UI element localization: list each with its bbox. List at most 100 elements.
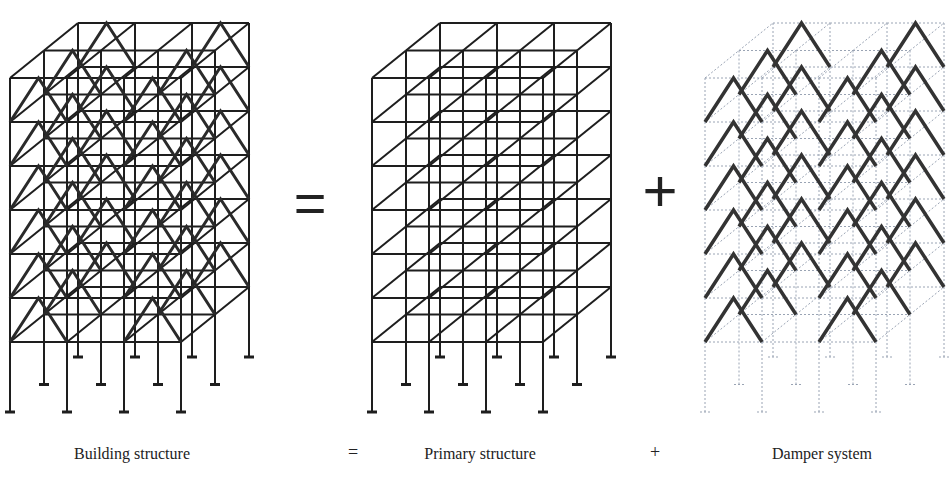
frame-member xyxy=(463,50,520,52)
frame-member xyxy=(215,23,249,51)
frame-member xyxy=(124,227,158,255)
frame-member xyxy=(406,226,463,228)
frame-member xyxy=(135,110,192,112)
frame-member xyxy=(830,287,887,288)
frame-member xyxy=(429,77,486,79)
frame-member xyxy=(371,78,373,412)
frame-member xyxy=(67,315,101,343)
frame-member xyxy=(101,226,158,228)
frame-member xyxy=(577,111,611,139)
chevron-damper xyxy=(739,51,796,95)
frame-member xyxy=(10,341,67,343)
column-base xyxy=(939,356,949,357)
frame-member xyxy=(520,199,554,227)
frame-member xyxy=(406,67,440,95)
column-base xyxy=(96,383,106,386)
frame-member xyxy=(429,165,486,167)
column-base xyxy=(187,356,197,359)
frame-member xyxy=(406,270,463,272)
chevron-damper xyxy=(819,166,876,210)
frame-member xyxy=(124,139,158,167)
frame-member xyxy=(796,67,830,95)
frame-member xyxy=(876,315,910,343)
frame-member xyxy=(406,155,440,183)
frame-member xyxy=(497,198,554,200)
column-base xyxy=(757,411,767,412)
column-base xyxy=(825,356,835,357)
frame-member xyxy=(44,314,101,316)
frame-member xyxy=(542,78,544,412)
frame-member xyxy=(406,94,463,96)
frame-member xyxy=(577,243,611,271)
column-base xyxy=(871,411,881,412)
frame-member xyxy=(577,155,611,183)
frame-member xyxy=(519,51,521,385)
frame-member xyxy=(372,121,429,123)
column-base xyxy=(435,356,445,359)
frame-member xyxy=(876,78,877,412)
chevron-damper xyxy=(705,298,762,342)
frame-member xyxy=(910,287,944,315)
frame-member xyxy=(853,23,887,51)
frame-member xyxy=(705,78,706,412)
frame-member xyxy=(910,111,944,139)
frame-member xyxy=(463,23,497,51)
frame-member xyxy=(66,78,68,412)
frame-member xyxy=(520,243,554,271)
frame-member xyxy=(10,315,44,343)
frame-member xyxy=(486,165,543,167)
frame-member xyxy=(67,341,124,343)
frame-member xyxy=(181,227,215,255)
frame-member xyxy=(429,341,486,343)
frame-member xyxy=(463,155,497,183)
frame-member xyxy=(180,78,182,412)
column-base xyxy=(848,384,858,385)
frame-member xyxy=(67,51,101,79)
frame-member xyxy=(10,227,44,255)
frame-member xyxy=(158,67,192,95)
column-base xyxy=(62,411,72,414)
column-base xyxy=(458,383,468,386)
frame-member xyxy=(181,315,215,343)
equals-symbol: = xyxy=(294,172,327,234)
column-base xyxy=(367,411,377,414)
chevron-damper xyxy=(819,78,876,122)
frame-member xyxy=(101,67,135,95)
frame-member xyxy=(158,314,215,316)
frame-member xyxy=(101,23,135,51)
column-base xyxy=(210,383,220,386)
frame-member xyxy=(429,253,486,255)
frame-member xyxy=(440,22,497,24)
frame-member xyxy=(486,51,520,79)
frame-member xyxy=(124,95,158,123)
frame-member xyxy=(554,286,611,288)
column-base xyxy=(538,411,548,414)
column-base xyxy=(5,411,15,414)
frame-member xyxy=(406,243,440,271)
frame-member xyxy=(439,23,441,357)
column-base xyxy=(791,384,801,385)
chevron-damper xyxy=(124,122,181,166)
frame-member xyxy=(67,297,124,299)
chevron-damper xyxy=(44,51,101,95)
frame-member xyxy=(830,243,887,244)
chevron-damper xyxy=(705,166,762,210)
frame-member xyxy=(124,315,158,343)
frame-member xyxy=(101,94,158,96)
frame-member xyxy=(830,155,887,156)
frame-member xyxy=(554,242,611,244)
frame-member xyxy=(819,51,853,79)
frame-member xyxy=(739,314,796,315)
frame-member xyxy=(214,51,216,385)
frame-member xyxy=(101,314,158,316)
frame-member xyxy=(101,50,158,52)
frame-member xyxy=(705,342,762,343)
frame-member xyxy=(181,271,215,299)
frame-member xyxy=(135,154,192,156)
frame-member xyxy=(486,253,543,255)
frame-member xyxy=(44,67,78,95)
frame-member xyxy=(497,286,554,288)
frame-member xyxy=(910,243,944,271)
frame-member xyxy=(67,95,101,123)
column-base xyxy=(39,383,49,386)
